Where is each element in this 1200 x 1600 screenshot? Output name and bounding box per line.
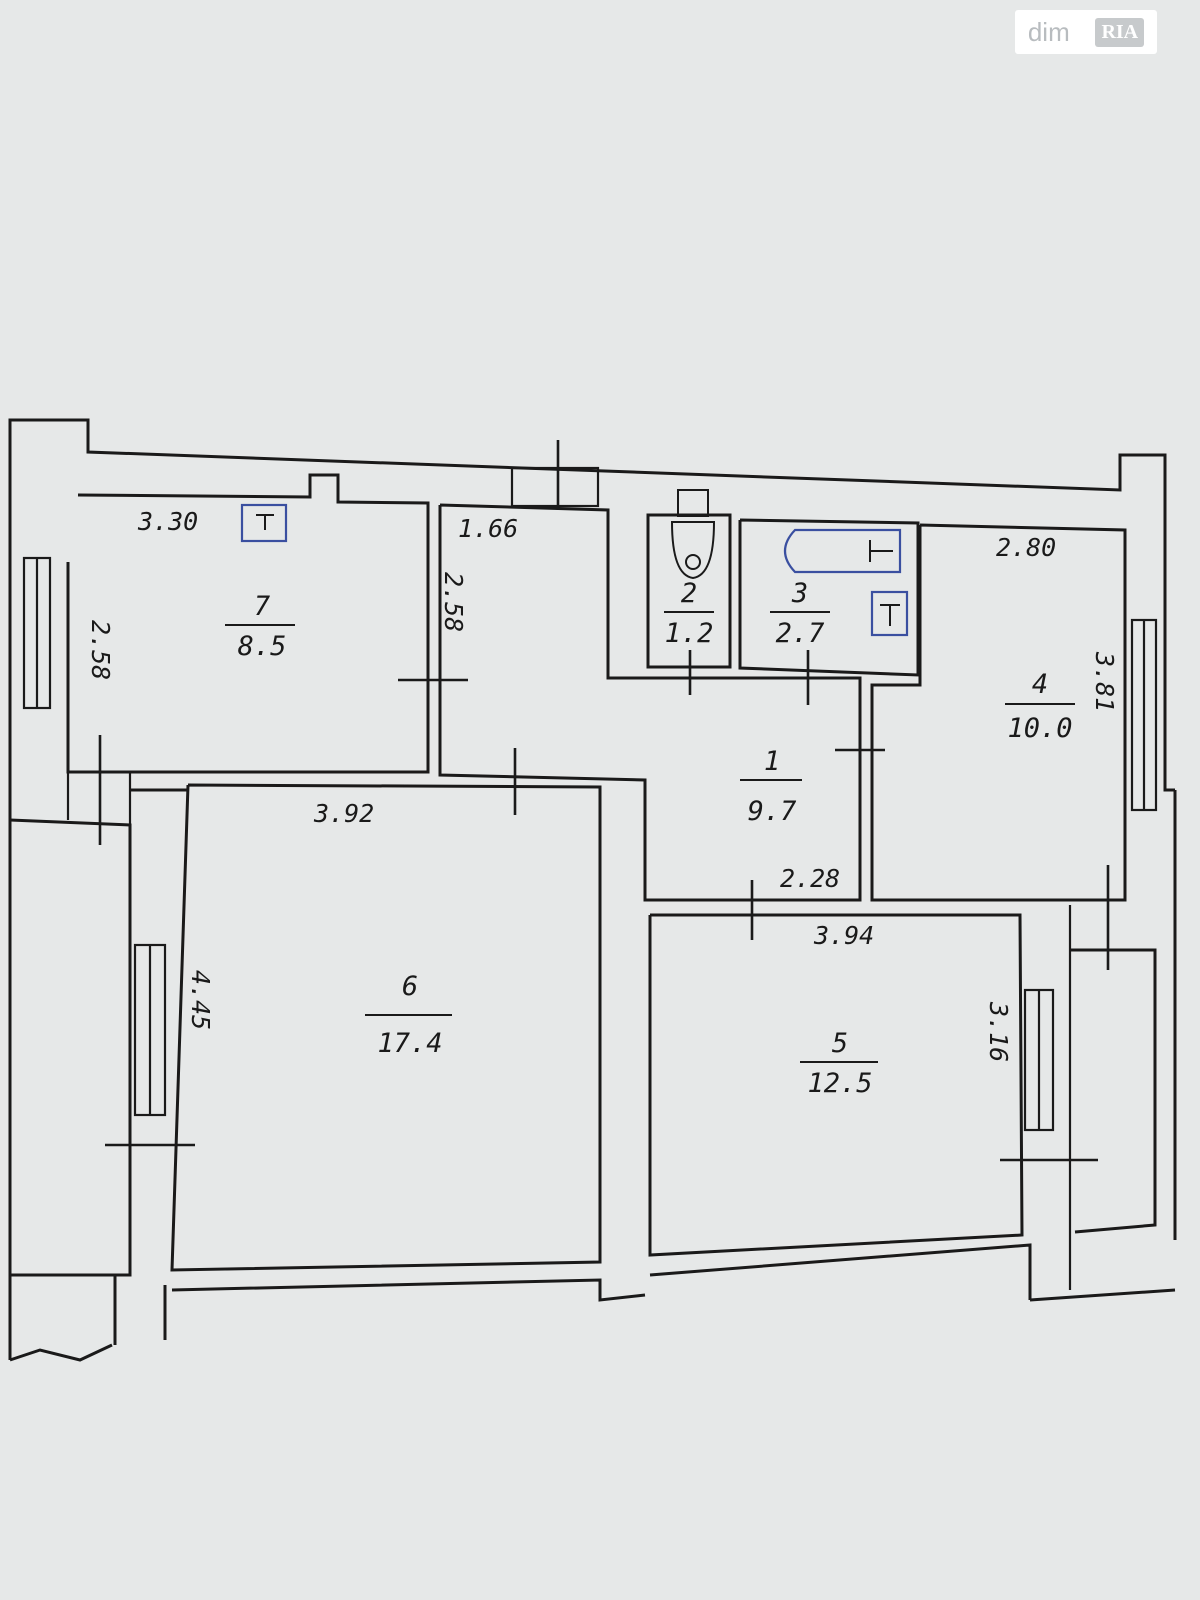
room-area: 17.4 (377, 1028, 442, 1059)
room-label-7: 7 8.5 (225, 591, 295, 662)
room-number: 1 (764, 746, 780, 777)
dim-room1-bottom: 2.28 (780, 864, 840, 893)
dim-room1-top: 1.66 (458, 514, 518, 543)
room-area: 2.7 (776, 618, 825, 649)
room-label-6: 6 17.4 (365, 971, 452, 1059)
room-label-4: 4 10.0 (1005, 669, 1075, 744)
room-3-walls (738, 518, 920, 677)
loggia-walls (1068, 905, 1157, 1290)
room-area: 9.7 (748, 796, 797, 827)
room-label-2: 2 1.2 (664, 578, 714, 649)
dim-room4-height: 3.81 (1090, 651, 1119, 712)
dim-room5-width: 3.94 (813, 921, 874, 950)
room-number: 3 (791, 578, 808, 609)
dim-room6-height: 4.45 (186, 970, 215, 1030)
room-4-walls (870, 523, 1127, 902)
room-number: 6 (402, 971, 418, 1002)
left-balcony-walls (9, 772, 167, 1345)
room-label-1: 1 9.7 (740, 746, 802, 827)
room-label-3: 3 2.7 (770, 578, 830, 649)
room-7-walls (66, 473, 430, 774)
outer-walls (8, 418, 1177, 1362)
dim-room7-height: 2.58 (86, 620, 115, 680)
sink-icon (240, 503, 288, 543)
room-label-5: 5 12.5 (800, 1028, 878, 1099)
room-number: 7 (254, 591, 270, 622)
door-marks (98, 440, 1110, 1162)
windows (22, 466, 1158, 1132)
room-number: 5 (832, 1028, 848, 1059)
dim-room7-width: 3.30 (137, 507, 198, 536)
washbasin-icon (870, 590, 909, 637)
room-area: 8.5 (238, 631, 287, 662)
watermark-dim-text: dim (1027, 16, 1070, 47)
room-number: 4 (1032, 669, 1048, 700)
room-5-walls (648, 913, 1032, 1300)
dim-room4-width: 2.80 (996, 533, 1056, 562)
toilet-icon (670, 489, 716, 580)
dim-room1-left: 2.58 (439, 572, 468, 632)
room-area: 10.0 (1007, 713, 1072, 744)
dim-room6-width: 3.92 (313, 799, 374, 828)
room-number: 2 (681, 578, 697, 609)
dimension-labels: 3.30 2.58 1.66 2.58 2.80 3.81 3.92 2.28 … (86, 507, 1119, 1062)
bathtub-icon (783, 528, 902, 574)
room-6-walls (130, 783, 646, 1302)
room-area: 1.2 (665, 618, 714, 649)
watermark-logo: dim RIA (1015, 10, 1157, 54)
watermark-ria-text: RIA (1095, 17, 1145, 47)
room-1-walls (438, 503, 862, 902)
room-area: 12.5 (807, 1068, 872, 1099)
dim-room5-height: 3.16 (984, 1001, 1013, 1062)
